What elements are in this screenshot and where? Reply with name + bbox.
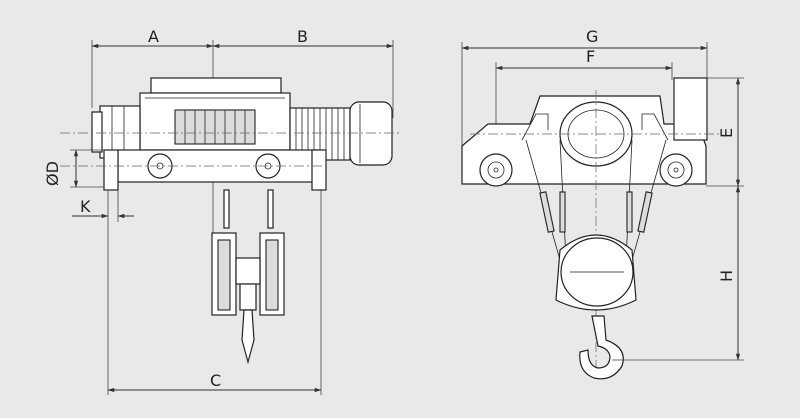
label-e: E [717, 128, 736, 138]
control-box [150, 77, 282, 94]
front-control-box [673, 77, 708, 141]
front-right-wheel [659, 153, 693, 187]
hook [579, 315, 624, 380]
label-g: G [586, 27, 598, 46]
side-view: A B C ØD K [43, 27, 400, 395]
label-a: A [148, 27, 159, 46]
brake-cap [349, 101, 393, 166]
front-left-wheel [479, 153, 513, 187]
label-f: F [586, 47, 595, 66]
left-flange [103, 149, 119, 191]
label-k: K [80, 197, 91, 216]
front-ropes [525, 139, 667, 261]
front-view: G F E H [461, 27, 744, 380]
sheave-center [235, 257, 261, 285]
hoist-ropes [223, 189, 274, 229]
hook-block-side [211, 232, 285, 365]
label-h: H [717, 270, 736, 282]
right-flange [311, 149, 327, 191]
label-d: ØD [43, 161, 62, 186]
hook-shank [241, 309, 255, 365]
label-b: B [297, 27, 308, 46]
label-c: C [210, 371, 221, 390]
